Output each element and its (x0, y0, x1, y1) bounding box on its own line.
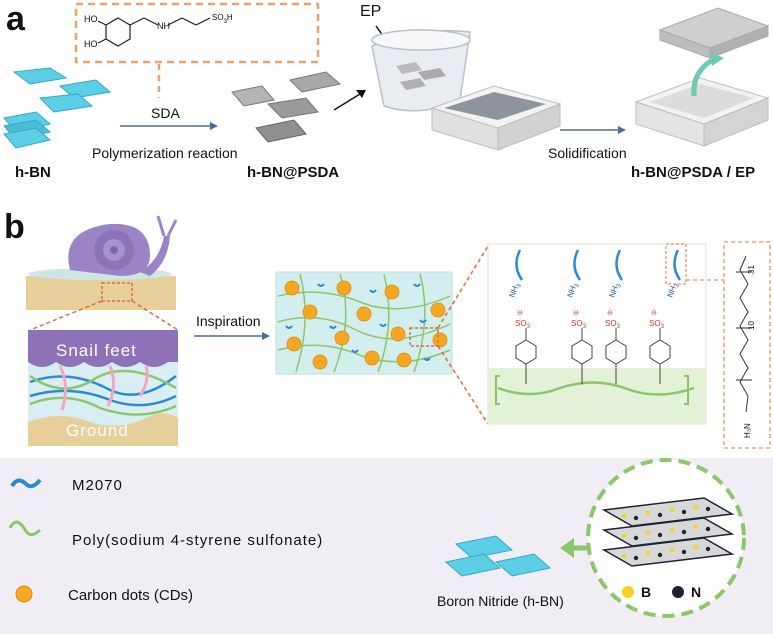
polymerization-label: Polymerization reaction (92, 145, 238, 161)
hbn-name-label: Boron Nitride (h-BN) (437, 593, 564, 609)
boron-swatch (622, 586, 634, 598)
solidification-label: Solidification (548, 145, 627, 161)
panel-b-letter: b (4, 208, 25, 246)
ep-beaker (371, 29, 471, 112)
to-ep-arrow (333, 93, 361, 111)
so3h-text: SO3H (212, 13, 233, 25)
sda-molecule (97, 17, 211, 47)
nh3-label-3: NH3 (607, 281, 623, 299)
hbn-psda-flakes (231, 71, 342, 143)
molecule-box (74, 2, 320, 64)
panel-a-letter: a (6, 0, 25, 38)
legend-hbn-flakes (444, 535, 552, 577)
network-box (275, 271, 453, 375)
snail-feet-label: Snail feet (56, 341, 137, 360)
ho-top-text: HO (84, 14, 98, 24)
so3-label-4: SO3 (649, 319, 665, 330)
hbn-psda-label: h-BN@PSDA (247, 164, 340, 181)
snail-scene (26, 215, 178, 310)
mold-with-film (430, 85, 562, 151)
zoom-arrow (560, 538, 574, 558)
pss-label: Poly(sodium 4-styrene sulfonate) (72, 532, 324, 549)
nitrogen-swatch (672, 586, 684, 598)
so3-charge-1: ⊖ (517, 310, 523, 317)
so3-charge-3: ⊖ (607, 310, 613, 317)
chemistry-box (487, 243, 707, 425)
repeat-10: 10 (747, 321, 756, 330)
final-label: h-BN@PSDA / EP (631, 164, 756, 181)
h3n-label: H₃N (743, 423, 752, 438)
so3-charge-2: ⊖ (573, 310, 579, 317)
so3-label-1: SO3 (515, 319, 531, 330)
panel-a-graphic: HO HO NH SO3H (3, 2, 770, 151)
nh3-label-4: NH3 (665, 281, 681, 299)
nh3-label-1: NH3 (507, 281, 523, 299)
b-label: B (641, 584, 652, 600)
so3-label-2: SO3 (571, 319, 587, 330)
hbn-flakes (3, 67, 112, 149)
ground-label: Ground (66, 421, 129, 440)
m2070-structure-box (723, 241, 771, 449)
ep-label: EP (360, 3, 382, 20)
hbn-label: h-BN (15, 164, 51, 181)
m2070-label: M2070 (72, 477, 123, 494)
nh-text: NH (157, 21, 170, 31)
panel-b-graphic: SO3 SO3 SO3 SO3 ⊖ ⊖ ⊖ ⊖ NH3 NH3 NH3 NH3 … (26, 215, 771, 449)
so3-charge-4: ⊖ (651, 310, 657, 317)
sda-label: SDA (151, 105, 180, 121)
final-mold (634, 7, 770, 147)
so3-label-3: SO3 (605, 319, 621, 330)
hbn-lattice (601, 497, 735, 567)
pss-icon (8, 520, 42, 536)
n-label: N (691, 584, 702, 600)
legend-graphic (8, 458, 746, 618)
ho-bottom-text: HO (84, 39, 98, 49)
cds-label: Carbon dots (CDs) (68, 587, 194, 604)
m2070-icon (10, 478, 42, 489)
repeat-31: 31 (747, 265, 756, 274)
inspiration-label: Inspiration (196, 313, 261, 329)
nh3-label-2: NH3 (565, 281, 581, 299)
cd-icon (15, 585, 33, 603)
feet-ground-box (28, 330, 178, 446)
